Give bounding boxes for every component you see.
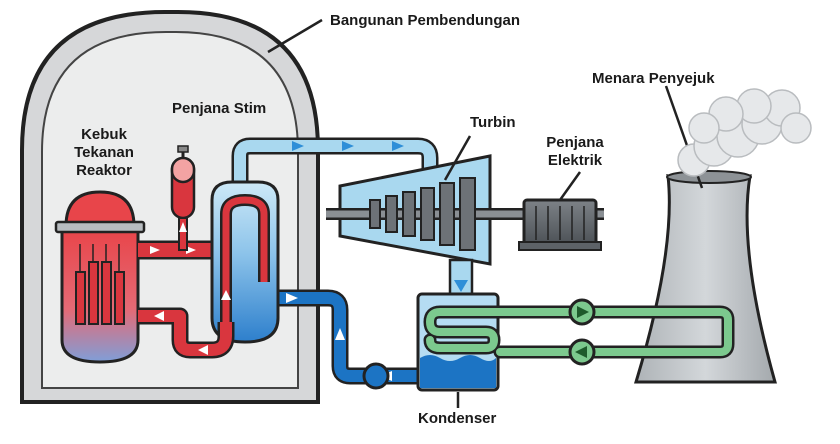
turbine-leader-line (443, 135, 472, 181)
generator-label-line-2: Elektrik (547, 152, 603, 169)
cooling-tower-top (666, 170, 752, 184)
steam-plume (677, 88, 812, 177)
reactor-vessel-label-line-1: Kebuk (81, 126, 127, 143)
turbine-blades (369, 177, 476, 251)
reactor-vessel-label: Kebuk Tekanan Reaktor (72, 126, 136, 180)
electric-generator (518, 198, 602, 251)
steam-generator-label: Penjana Stim (172, 100, 267, 117)
containment-label: Bangunan Pembendungan (330, 12, 521, 29)
reactor-vessel (54, 190, 146, 364)
cooling-tower-label: Menara Penyejuk (592, 70, 715, 87)
steam-flow-arrows (292, 141, 404, 151)
feedwater-pump (362, 362, 390, 390)
steam-generator (210, 180, 280, 344)
generator-leader-line (558, 171, 582, 201)
condenser-label: Kondenser (418, 410, 497, 427)
generator-label: Penjana Elektrik (540, 134, 610, 170)
pressurizer (170, 145, 196, 251)
generator-label-line-1: Penjana (546, 134, 604, 151)
turbine-label: Turbin (470, 114, 516, 131)
reactor-vessel-label-line-2: Tekanan (74, 144, 134, 161)
containment-leader-line (267, 18, 323, 54)
cooling-pumps (568, 298, 596, 366)
reactor-vessel-label-line-3: Reaktor (76, 162, 132, 179)
